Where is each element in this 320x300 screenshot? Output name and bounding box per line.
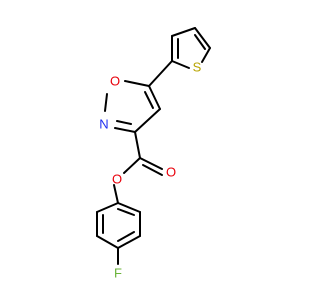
atom-label-sulfur: S [193,60,202,75]
bond-aryl-c1-c2 [96,202,119,213]
bond-isoxazole-c4-c5-double [144,91,154,109]
bond-aryl-c6-c1-double [117,208,135,216]
fluorophenyl-ring [96,202,141,265]
atom-label-carbonyl-oxygen: O [166,165,176,180]
atom-label-ester-oxygen: O [112,172,122,187]
bond-aryl-c4-c5-double [117,231,135,242]
bond-isoxazole-n2-c3-double [116,120,132,125]
bond-thiophene-c5-s [201,47,211,63]
bond-c3-carbonyl-carbon [134,131,141,159]
bond-thiophene-isoxazole [148,60,173,87]
atom-label-fluorine: F [114,266,122,281]
bond-isoxazole-c5-o1 [124,80,150,87]
bond-isoxazole-c3-c4 [134,108,161,133]
atom-label-ring-nitrogen: N [99,117,108,132]
bond-isoxazole-n2-c3 [114,127,136,133]
bond-carbonyl-c-o [139,157,163,170]
bond-aryl-c6-c1 [117,202,141,213]
bond-aryl-c4-c5 [117,235,141,249]
bond-carbonyl-c-ester-o [123,157,141,174]
bond-aryl-c3-c4 [96,235,119,249]
bond-isoxazole-o1-n2 [104,93,108,112]
bond-thiophene-c3-c4 [171,27,196,37]
bond-carbonyl-c-o-double [142,164,163,176]
thiophene-ring [171,27,211,69]
bond-thiophene-s-c2 [171,60,190,69]
bond-ester-o-aryl [113,184,119,204]
bond-thiophene-c4-c5-double [194,34,206,50]
molecule-structure: S O N O O F [96,27,211,281]
isoxazole-ring [104,80,161,133]
bond-isoxazole-c4-c5 [148,85,161,110]
bond-thiophene-c4-c5 [194,27,211,49]
atom-label-ring-oxygen: O [110,74,120,89]
ester-group [113,131,163,204]
